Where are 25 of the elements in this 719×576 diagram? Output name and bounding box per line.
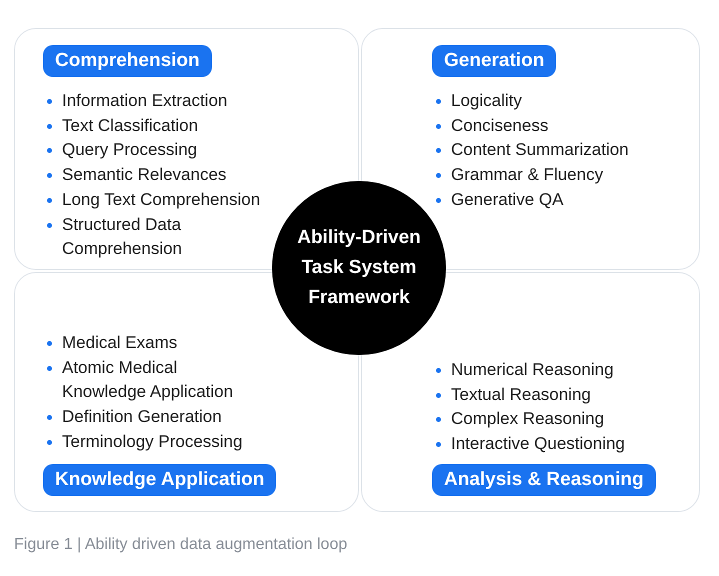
- list-item: Interactive Questioning: [451, 433, 626, 456]
- list-item: Numerical Reasoning: [451, 359, 615, 381]
- heading-pill: Comprehension: [43, 45, 212, 77]
- figure-caption: Figure 1 | Ability driven data augmentation loop: [14, 535, 348, 555]
- list-item: Query Processing: [62, 139, 198, 162]
- heading-pill: Generation: [432, 45, 556, 77]
- list-item: Long Text Comprehension: [62, 188, 262, 211]
- list-item: Semantic Relevances: [62, 164, 228, 186]
- list-item: Generative QA: [451, 188, 564, 211]
- list-item: Terminology Processing: [62, 430, 244, 453]
- list-item: Textual Reasoning: [451, 384, 592, 406]
- list-item: Logicality: [451, 90, 523, 112]
- list-item: Grammar & Fluency: [451, 164, 604, 186]
- heading-pill: Knowledge Application: [43, 464, 276, 496]
- list-item: Structured Data Comprehension: [62, 214, 184, 260]
- center-title: Ability-Driven Task System Framework: [296, 226, 422, 310]
- list-item: Content Summarization: [451, 139, 630, 162]
- list-item: Information Extraction: [62, 90, 228, 112]
- list-item: Atomic Medical Knowledge Application: [62, 356, 234, 404]
- list-item: Definition Generation: [62, 406, 223, 428]
- list-item: Medical Exams: [62, 332, 178, 354]
- heading-pill: Analysis & Reasoning: [432, 464, 656, 496]
- list-item: Text Classification: [62, 114, 200, 137]
- list-item: Conciseness: [451, 114, 550, 137]
- list-item: Complex Reasoning: [451, 408, 606, 430]
